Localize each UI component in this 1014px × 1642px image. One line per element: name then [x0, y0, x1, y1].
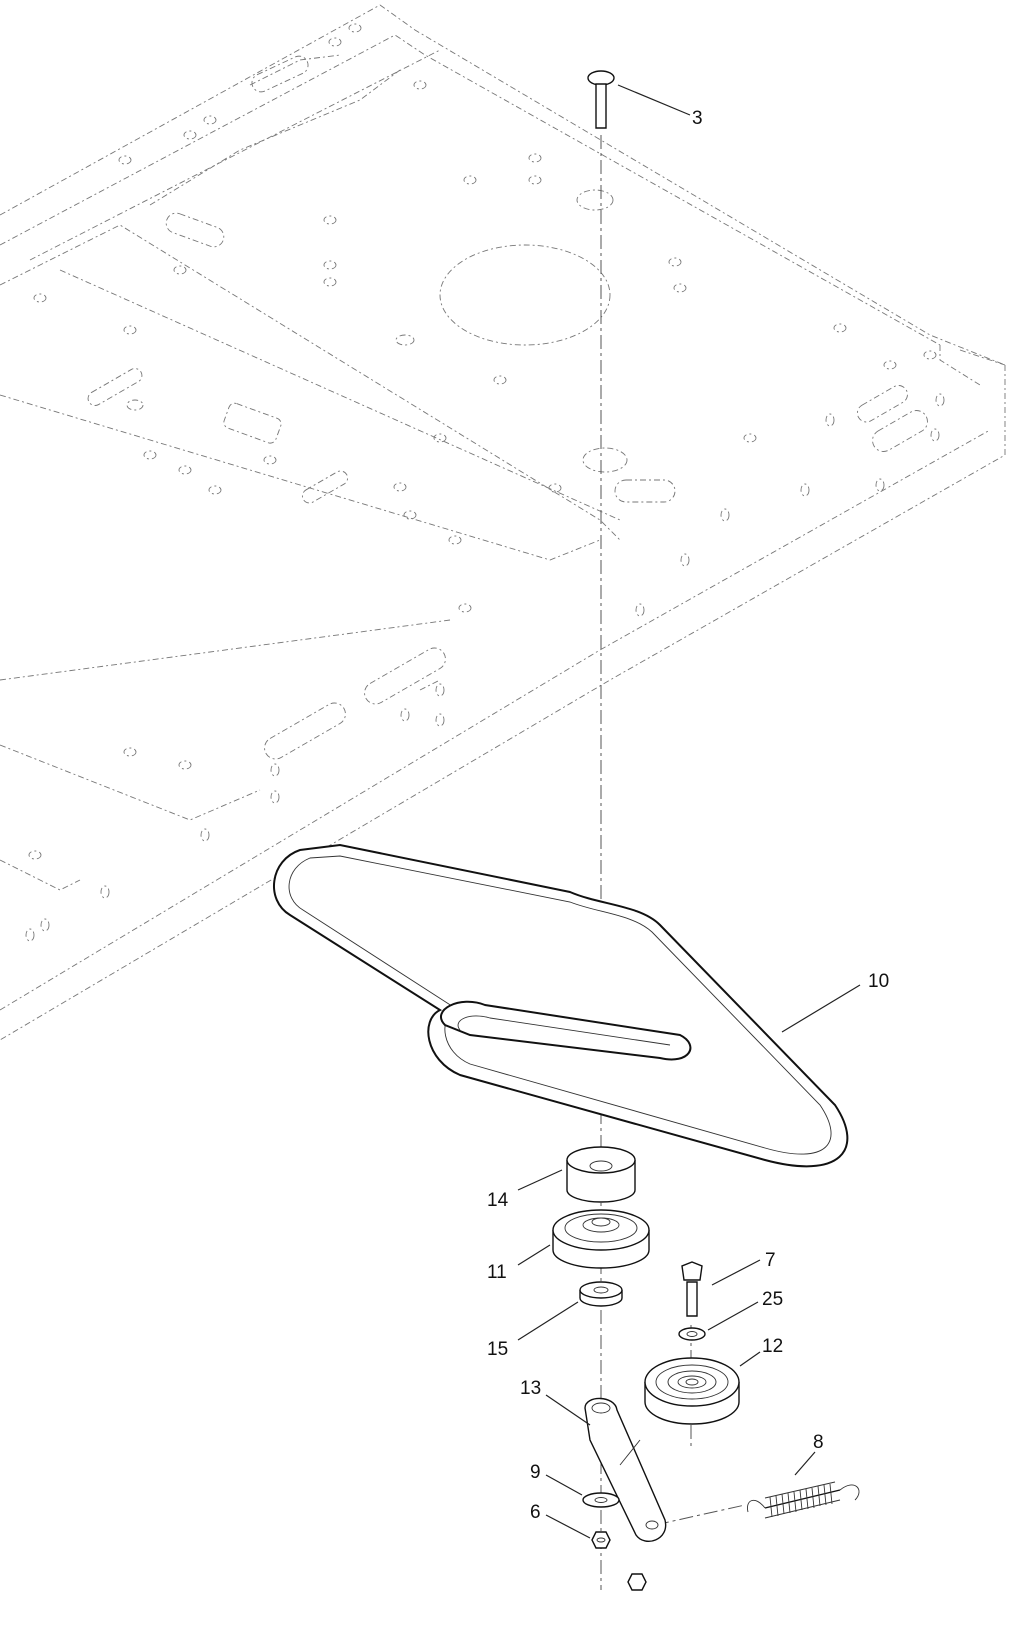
idler-arm-part-13 [584, 1397, 667, 1542]
spacer-part-14 [566, 1146, 636, 1203]
spring-link-line [654, 1504, 746, 1526]
callout-8: 8 [813, 1432, 824, 1453]
leader-lines [517, 84, 861, 1539]
callout-11: 11 [487, 1262, 507, 1283]
callout-9: 9 [530, 1462, 541, 1483]
nut-part-6 [591, 1531, 611, 1549]
pulley-part-11 [552, 1209, 650, 1269]
callout-13: 13 [520, 1378, 541, 1399]
drive-belt-part-10 [273, 843, 849, 1168]
callout-15: 15 [487, 1339, 508, 1360]
nut-idler [627, 1573, 647, 1591]
washer-part-25 [678, 1327, 706, 1341]
washer-part-9 [582, 1492, 620, 1508]
washer-part-15 [579, 1281, 623, 1307]
callout-3: 3 [692, 108, 703, 129]
pin-part-3 [587, 70, 615, 129]
idler-pulley-part-12 [644, 1357, 740, 1425]
spring-part-8 [747, 1481, 860, 1519]
bolt-part-7 [681, 1261, 703, 1317]
callout-7: 7 [765, 1250, 776, 1271]
callout-6: 6 [530, 1502, 541, 1523]
callout-14: 14 [487, 1190, 509, 1211]
callout-10: 10 [868, 971, 889, 992]
callout-12: 12 [762, 1336, 783, 1357]
callout-25: 25 [762, 1289, 783, 1310]
